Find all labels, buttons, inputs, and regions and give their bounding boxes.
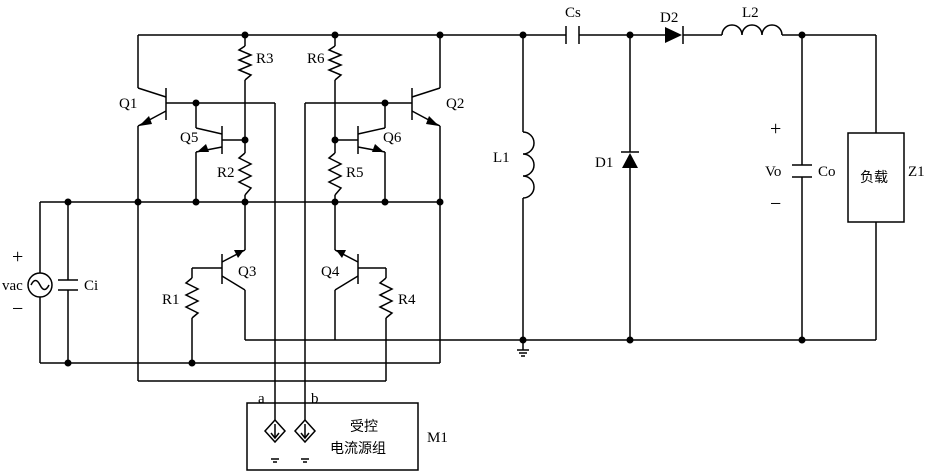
label-ci: Ci — [84, 278, 98, 294]
transistor-q1 — [138, 88, 166, 126]
label-node-a: a — [258, 391, 265, 407]
label-vo-plus: + — [770, 118, 781, 140]
resistor-r1 — [186, 278, 198, 318]
resistor-r4 — [380, 278, 392, 318]
label-r1: R1 — [162, 292, 180, 308]
resistor-r5 — [329, 153, 341, 195]
resistor-r2 — [239, 153, 251, 195]
label-q2: Q2 — [446, 96, 464, 112]
inductor-l2 — [722, 25, 782, 35]
inductor-l1 — [523, 132, 534, 198]
label-r4: R4 — [398, 292, 416, 308]
q4-emitter-arrow — [336, 250, 346, 258]
label-load: 负载 — [860, 170, 888, 186]
label-q5: Q5 — [180, 130, 198, 146]
ground-icon — [517, 350, 529, 356]
label-d2: D2 — [660, 10, 678, 26]
label-q6: Q6 — [383, 130, 402, 146]
label-m1-line2: 电流源组 — [330, 441, 386, 457]
q1-emitter-arrow — [139, 116, 152, 126]
diode-d2 — [665, 26, 683, 44]
label-vac-plus: + — [12, 246, 23, 268]
label-co: Co — [818, 164, 836, 180]
label-m1-line1: 受控 — [350, 419, 378, 435]
label-z1: Z1 — [908, 164, 925, 180]
capacitor-co — [792, 165, 812, 177]
resistor-r3 — [239, 46, 251, 80]
component-labels: Q1 Q2 Q5 Q6 Q3 Q4 R3 R6 R2 R5 R1 R4 L1 L… — [2, 5, 925, 457]
label-r5: R5 — [346, 165, 364, 181]
label-q1: Q1 — [119, 96, 137, 112]
transistor-q2 — [412, 88, 440, 126]
label-vo-minus: − — [770, 193, 781, 215]
label-vac: vac — [2, 278, 23, 294]
label-q3: Q3 — [238, 264, 256, 280]
q3-emitter-arrow — [234, 250, 244, 258]
label-l2: L2 — [742, 5, 759, 21]
label-node-b: b — [311, 391, 319, 407]
label-q4: Q4 — [321, 264, 340, 280]
ac-source-icon — [28, 273, 52, 297]
label-cs: Cs — [565, 5, 581, 21]
capacitor-ci — [58, 280, 78, 290]
capacitor-cs — [560, 26, 585, 44]
resistor-r6 — [329, 46, 341, 80]
label-r2: R2 — [217, 165, 235, 181]
label-vo: Vo — [765, 164, 781, 180]
q2-emitter-arrow — [426, 116, 439, 126]
label-r6: R6 — [307, 51, 325, 67]
diode-d1 — [621, 152, 639, 168]
label-l1: L1 — [493, 150, 510, 166]
label-d1: D1 — [595, 155, 613, 171]
junction-dots — [65, 32, 806, 367]
q5-emitter-arrow — [197, 144, 209, 152]
label-r3: R3 — [256, 51, 274, 67]
label-vac-minus: − — [12, 298, 23, 320]
label-m1: M1 — [427, 430, 448, 446]
